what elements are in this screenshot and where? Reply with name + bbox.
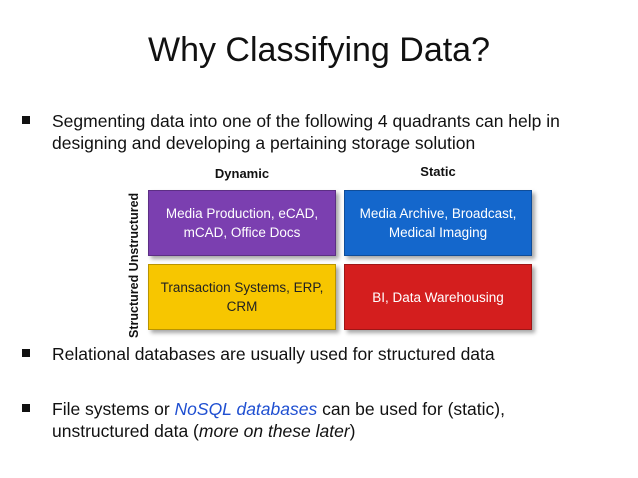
quadrant-text: BI, Data Warehousing [372,289,504,305]
bullet-text: ) [349,421,356,441]
quadrant-dynamic-unstructured: Media Production, eCAD, mCAD, Office Doc… [148,190,336,256]
bullet-line: File systems or NoSQL databases can be u… [52,398,505,420]
row-label-text: Structured Unstructured [127,193,141,338]
quadrant-static-structured: BI, Data Warehousing [344,264,532,330]
quadrant-text: CRM [226,299,258,314]
row-label-structured-unstructured: Structured Unstructured [126,168,142,338]
bullet-line: Segmenting data into one of the followin… [52,111,560,131]
column-header-static: Static [420,164,456,179]
bullet-text: unstructured data ( [52,421,199,441]
bullet-relational: Relational databases are usually used fo… [22,343,622,367]
quadrant-dynamic-structured: Transaction Systems, ERP, CRM [148,264,336,330]
quadrant-text: Medical Imaging [388,225,488,240]
square-bullet-icon [22,349,30,357]
quadrant-text: mCAD, Office Docs [183,225,301,240]
bullet-italic-text: more on these later [198,421,350,441]
bullet-line: Relational databases are usually used fo… [52,344,495,364]
bullet-line: unstructured data (more on these later) [52,420,356,442]
bullet-line: designing and developing a pertaining st… [52,133,476,153]
quadrant-text: Transaction Systems, ERP, [160,280,324,295]
nosql-link: NoSQL databases [174,399,318,419]
quadrant-text: Media Archive, Broadcast, [359,206,517,221]
quadrant-text: Media Production, eCAD, [165,206,319,221]
slide-title: Why Classifying Data? [147,31,490,69]
bullet-filesystems: File systems or NoSQL databases can be u… [22,398,622,444]
column-header-dynamic: Dynamic [214,166,270,181]
bullet-text: can be used for (static), [317,399,505,419]
bullet-text: File systems or [52,399,175,419]
quadrant-static-unstructured: Media Archive, Broadcast, Medical Imagin… [344,190,532,256]
square-bullet-icon [22,116,30,124]
bullet-segmenting: Segmenting data into one of the followin… [22,110,622,156]
square-bullet-icon [22,404,30,412]
